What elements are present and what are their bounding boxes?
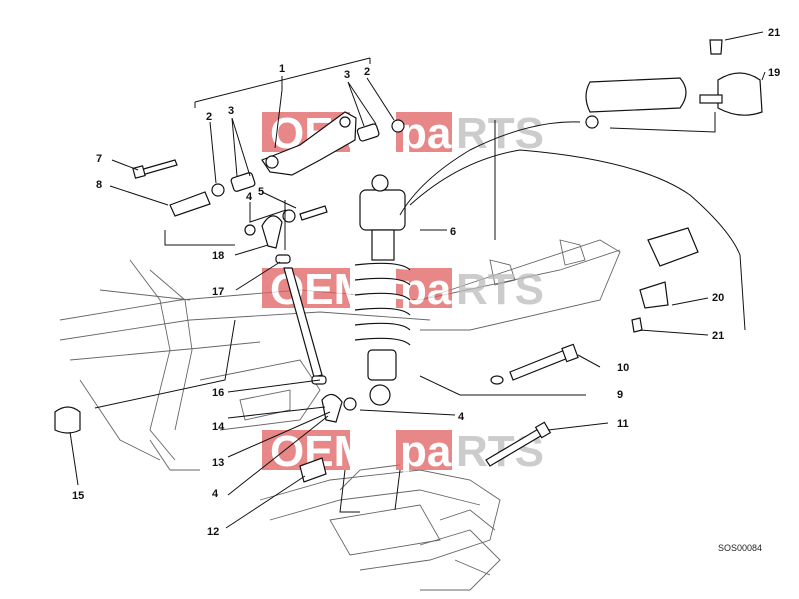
callout-18: 18 (212, 250, 224, 262)
shock-absorber (354, 174, 411, 406)
callout-15: 15 (72, 490, 84, 502)
svg-text:RTS: RTS (456, 265, 544, 314)
svg-text:pa: pa (400, 109, 452, 158)
callout-10: 10 (617, 362, 629, 374)
callout-21b: 21 (712, 330, 724, 342)
tie-rod (283, 267, 323, 378)
callout-17: 17 (212, 286, 224, 298)
drawing-code: SOS00084 (718, 543, 762, 553)
callout-3a: 3 (228, 105, 234, 117)
callout-2b: 2 (364, 66, 370, 78)
tie-rod-eye (261, 215, 283, 249)
callout-7: 7 (96, 153, 102, 165)
callout-2a: 2 (206, 111, 212, 123)
rocker-linkage (261, 111, 357, 176)
clamp-19 (717, 72, 763, 116)
callout-13: 13 (212, 457, 224, 469)
callout-14: 14 (212, 421, 225, 433)
frame-background (59, 239, 621, 591)
callout-4b: 4 (212, 488, 219, 500)
callout-19: 19 (768, 67, 780, 79)
reservoir-canister (585, 77, 687, 113)
callout-11: 11 (617, 418, 629, 430)
pin-8 (169, 191, 211, 217)
bolt-7 (139, 159, 178, 176)
callout-4a: 4 (246, 191, 253, 203)
bolt-10 (509, 349, 569, 381)
callout-3b: 3 (344, 69, 350, 81)
preload-adjuster (647, 227, 699, 267)
callout-12: 12 (207, 526, 219, 538)
leader-lines (69, 31, 766, 529)
callout-21a: 21 (768, 27, 780, 39)
callout-8: 8 (96, 179, 102, 191)
reservoir-hose (399, 121, 746, 331)
parts (54, 39, 763, 483)
callout-9: 9 (617, 389, 623, 401)
callout-1: 1 (279, 63, 285, 75)
callout-labels: 1 2 3 3 2 7 8 4 5 18 17 16 14 13 4 12 15… (72, 27, 780, 553)
callout-16: 16 (212, 387, 224, 399)
svg-text:pa: pa (400, 265, 452, 314)
callout-5: 5 (258, 186, 264, 198)
callout-4c: 4 (458, 411, 465, 423)
bushing-15 (54, 406, 81, 434)
callout-20: 20 (712, 292, 724, 304)
callout-6: 6 (450, 226, 456, 238)
svg-text:pa: pa (400, 427, 452, 476)
